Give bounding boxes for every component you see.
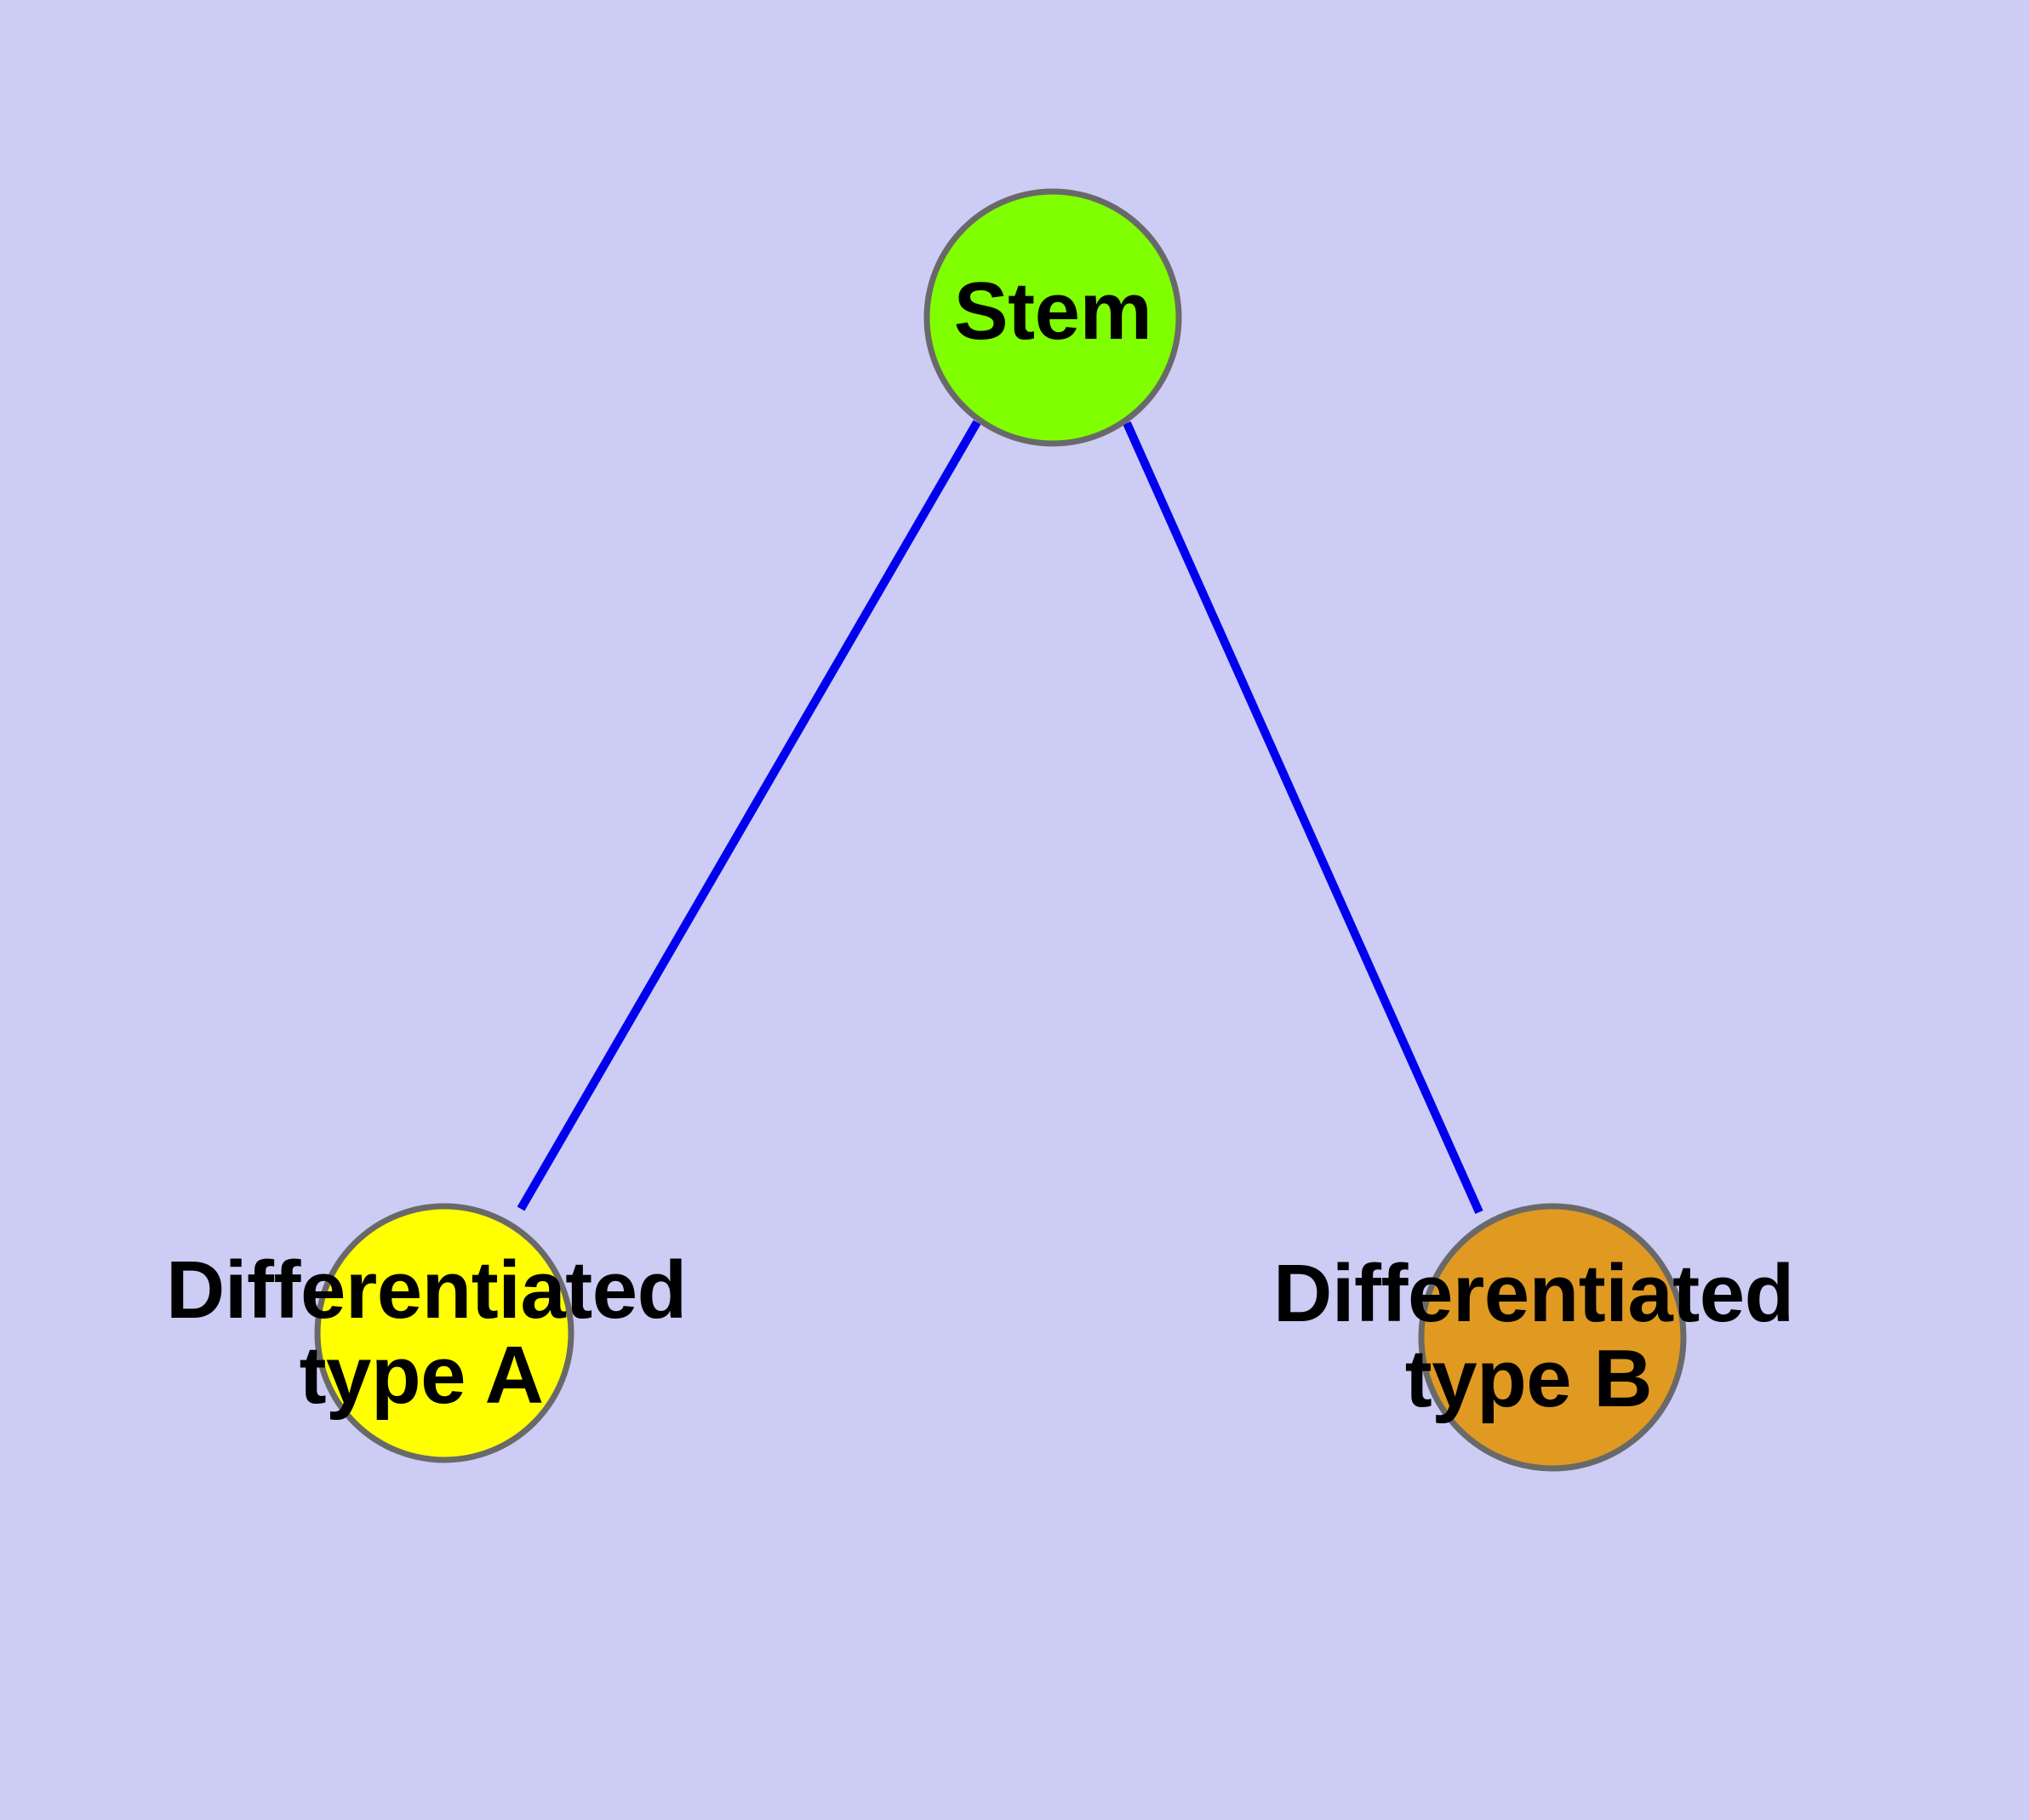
- edge-stem-to-differentiated-type-a[interactable]: [517, 420, 981, 1211]
- edge-stem-to-differentiated-type-b[interactable]: [1123, 421, 1483, 1215]
- node-differentiated-type-a[interactable]: [314, 1203, 574, 1463]
- node-stem[interactable]: [923, 188, 1182, 447]
- edge-layer: [517, 420, 1483, 1215]
- node-differentiated-type-b[interactable]: [1418, 1203, 1687, 1472]
- node-layer: [314, 188, 1687, 1472]
